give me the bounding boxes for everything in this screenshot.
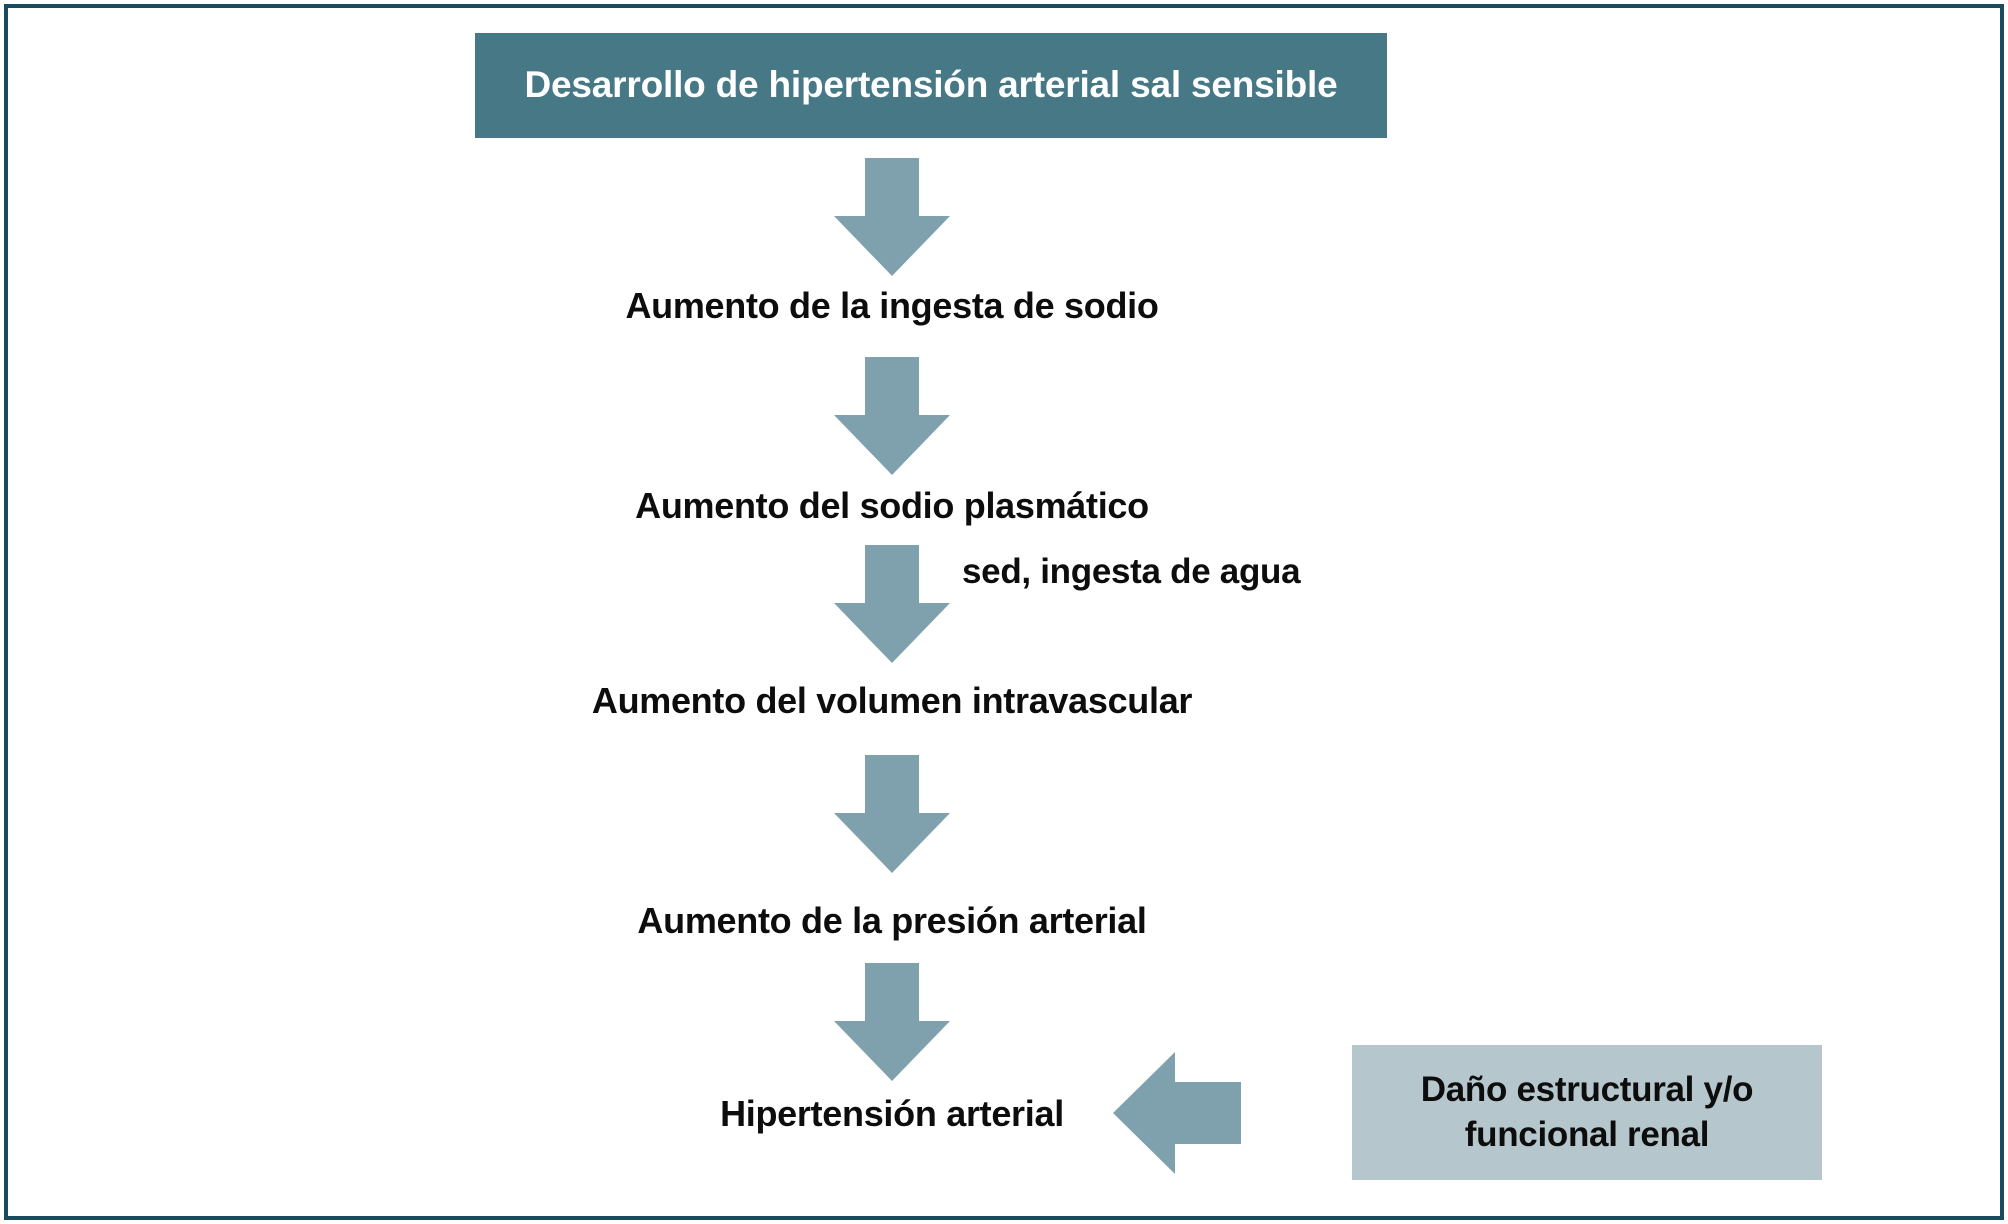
flow-annotation-thirst: sed, ingesta de agua — [962, 552, 1301, 592]
page-title: Desarrollo de hipertensión arterial sal … — [524, 64, 1338, 106]
flow-step-1: Aumento de la ingesta de sodio — [625, 285, 1158, 326]
renal-damage-line-2: funcional renal — [1464, 1114, 1710, 1154]
arrow-down-icon-4 — [834, 755, 950, 873]
flow-step-2-label: Aumento del sodio plasmático — [635, 485, 1149, 526]
renal-damage-line-1: Daño estructural y/o — [1420, 1069, 1754, 1109]
arrow-down-icon-2 — [834, 357, 950, 475]
arrow-down-icon-5 — [834, 963, 950, 1081]
arrow-down-icon-1 — [834, 158, 950, 276]
flow-step-1-label: Aumento de la ingesta de sodio — [625, 285, 1159, 326]
figure-frame-border — [4, 4, 2004, 1220]
flow-step-5: Hipertensión arterial — [720, 1093, 1064, 1134]
arrow-left-icon-renal — [1113, 1052, 1241, 1174]
arrow-down-icon-3 — [834, 545, 950, 663]
flow-step-4: Aumento de la presión arterial — [637, 900, 1146, 941]
flow-step-3-label: Aumento del volumen intravascular — [591, 680, 1193, 721]
flow-step-2: Aumento del sodio plasmático — [635, 485, 1149, 526]
header-banner: Desarrollo de hipertensión arterial sal … — [475, 33, 1387, 138]
flow-annotation-thirst-label: sed, ingesta de agua — [962, 552, 1301, 591]
renal-damage-box: Daño estructural y/o funcional renal — [1352, 1045, 1822, 1180]
flow-step-5-label: Hipertensión arterial — [720, 1093, 1064, 1134]
flow-step-3: Aumento del volumen intravascular — [591, 680, 1193, 721]
flow-step-4-label: Aumento de la presión arterial — [637, 900, 1147, 941]
